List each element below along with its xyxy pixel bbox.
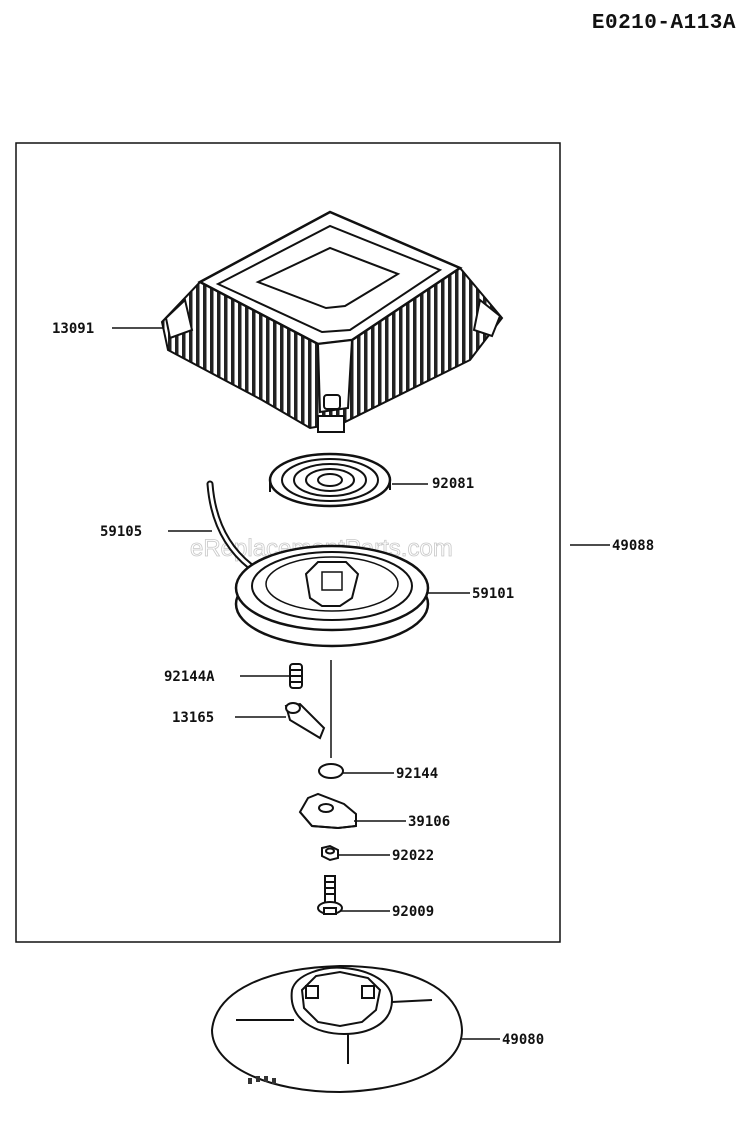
- label-washer: 92144: [396, 766, 438, 782]
- starter-reel[interactable]: [234, 544, 430, 648]
- label-plate: 49080: [502, 1032, 544, 1048]
- bolt[interactable]: [317, 875, 343, 915]
- starter-rope[interactable]: [206, 480, 254, 570]
- assembly-frame: [15, 142, 561, 943]
- recoil-spring[interactable]: [268, 452, 392, 508]
- diagram-code: E0210-A113A: [591, 12, 736, 35]
- nut[interactable]: [321, 844, 339, 862]
- recoil-cover[interactable]: [160, 210, 504, 433]
- label-bolt: 92009: [392, 904, 434, 920]
- label-reel: 59101: [472, 586, 514, 602]
- label-cover: 13091: [52, 321, 94, 337]
- starter-plate[interactable]: [210, 964, 464, 1094]
- label-rope: 59105: [100, 524, 142, 540]
- label-small-spring: 92144A: [164, 669, 215, 685]
- label-guide: 39106: [408, 814, 450, 830]
- small-spring[interactable]: [289, 663, 303, 689]
- leader-lines: [112, 327, 610, 1040]
- label-nut: 92022: [392, 848, 434, 864]
- label-assembly: 49088: [612, 538, 654, 554]
- label-pawl: 13165: [172, 710, 214, 726]
- label-spring: 92081: [432, 476, 474, 492]
- ratchet-guide[interactable]: [298, 792, 357, 830]
- washer[interactable]: [318, 763, 344, 779]
- pawl[interactable]: [284, 702, 326, 740]
